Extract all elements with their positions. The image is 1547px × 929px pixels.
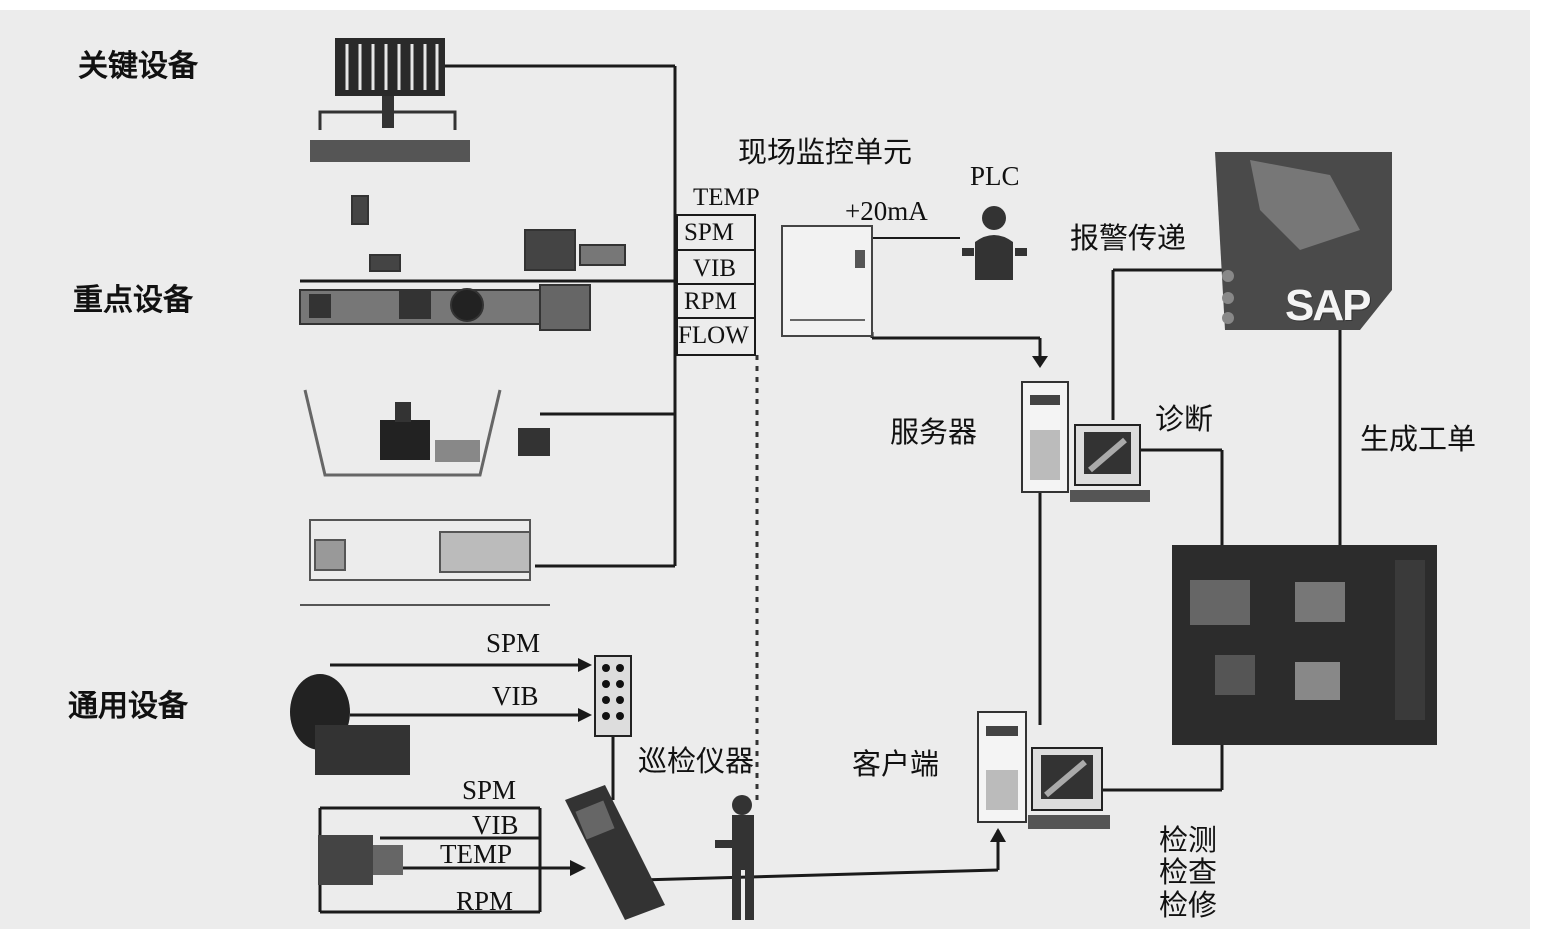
label-check: 检查 (1158, 855, 1217, 890)
handheld-instrument-icon (565, 785, 665, 920)
label-key-equipment: 重点设备 (73, 283, 193, 318)
arrowheads (570, 356, 1048, 876)
sap-panel-icon (1215, 152, 1392, 330)
signal-box (676, 214, 756, 356)
general-signal-spm-bottom: SPM (462, 775, 517, 805)
label-plc: PLC (970, 161, 1020, 191)
label-monitor-unit: 现场监控单元 (738, 135, 913, 169)
label-work-order: 生成工单 (1360, 422, 1477, 456)
signal-spm: SPM (684, 219, 735, 246)
client-tower-icon (977, 711, 1027, 823)
general-pump-icon (318, 835, 403, 885)
long-equipment-icon (300, 519, 550, 606)
connection-lines (300, 64, 1342, 914)
signal-temp: TEMP (693, 184, 760, 211)
label-repair: 检修 (1158, 887, 1217, 922)
data-collector-icon (594, 655, 632, 737)
label-client: 客户端 (852, 747, 940, 781)
server-tower-icon (1021, 381, 1069, 493)
client-monitor-icon (1028, 747, 1110, 829)
general-signal-spm-top: SPM (486, 628, 541, 658)
inspector-person-icon (715, 795, 754, 920)
label-detect: 检测 (1158, 823, 1217, 857)
general-signal-vib-bottom: VIB (472, 810, 519, 840)
label-diagnosis: 诊断 (1155, 402, 1214, 436)
signal-vib: VIB (693, 255, 737, 282)
label-alarm-transfer: 报警传递 (1070, 221, 1187, 255)
maintenance-stack: 检测 检查 检修 (1155, 823, 1221, 922)
general-signal-temp-bottom: TEMP (440, 839, 513, 869)
plc-operator-icon (962, 206, 1027, 280)
general-motor-icon (290, 674, 410, 775)
server-monitor-icon (1070, 424, 1150, 502)
general-signal-vib-top: VIB (492, 681, 539, 711)
label-current-signal: +20mA (845, 196, 928, 226)
label-critical-equipment: 关键设备 (78, 49, 198, 84)
control-board-icon (1172, 545, 1437, 745)
critical-equipment-icon (310, 38, 470, 162)
monitor-unit-icon (781, 225, 873, 337)
signal-rpm: RPM (684, 288, 737, 315)
key-equipment-icon (299, 195, 626, 331)
label-server: 服务器 (890, 415, 978, 449)
hopper-equipment-icon (303, 389, 550, 477)
general-signal-rpm-bottom: RPM (456, 886, 514, 916)
signal-flow: FLOW (678, 322, 749, 349)
sap-logo: SAP (1285, 281, 1371, 330)
label-inspection-instrument: 巡检仪器 (638, 744, 755, 778)
label-general-equipment: 通用设备 (68, 689, 188, 724)
